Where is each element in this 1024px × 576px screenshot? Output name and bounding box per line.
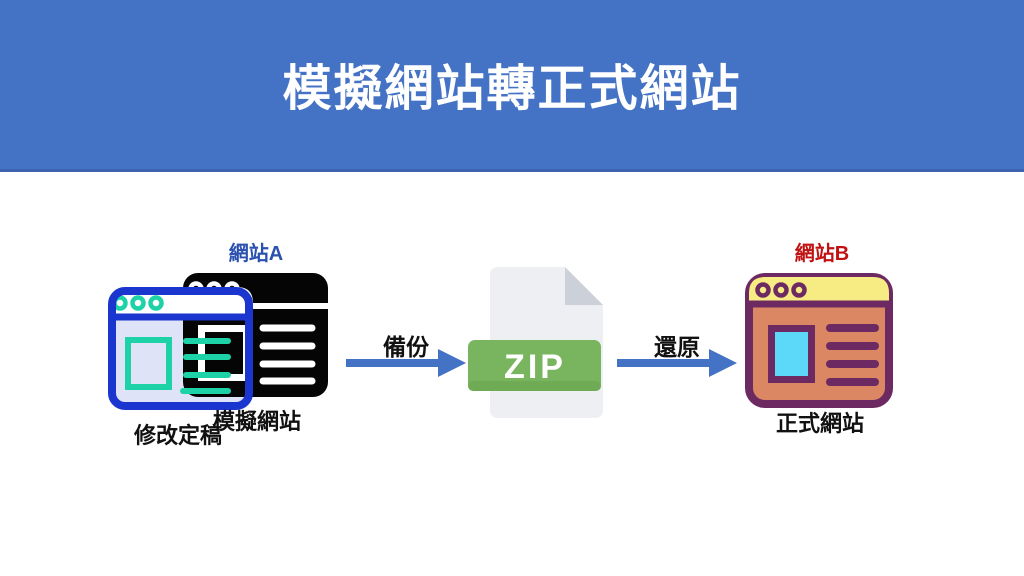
black-window-divider bbox=[183, 303, 328, 309]
purple-window-text-lines bbox=[826, 324, 879, 386]
zip-badge-text: ZIP bbox=[504, 348, 566, 386]
purple-window-image-placeholder bbox=[768, 325, 815, 383]
purple-window-dot bbox=[755, 282, 771, 298]
site-b-label: 網站B bbox=[794, 243, 850, 265]
arrow-head bbox=[438, 349, 466, 377]
zip-badge bbox=[468, 340, 601, 391]
purple-window-dot bbox=[773, 282, 789, 298]
arrow-head bbox=[709, 349, 737, 377]
zip-document-fold bbox=[565, 267, 603, 305]
blue-window-dot bbox=[130, 295, 146, 311]
restore-arrow-label: 還原 bbox=[654, 334, 700, 360]
arrow-shaft bbox=[617, 359, 711, 367]
production-site-window-icon bbox=[745, 273, 893, 408]
arrow-shaft bbox=[346, 359, 440, 367]
blue-window-dot bbox=[148, 295, 164, 311]
draft-site-caption: 修改定稿 bbox=[133, 423, 222, 448]
backup-arrow-label: 備份 bbox=[383, 334, 429, 360]
restore-arrow-icon bbox=[617, 349, 737, 377]
blue-window-image-placeholder bbox=[125, 337, 172, 390]
title-banner: 模擬網站轉正式網站 bbox=[0, 0, 1024, 172]
purple-window-dot bbox=[791, 282, 807, 298]
site-a-label: 網站A bbox=[228, 243, 284, 265]
simulated-site-caption: 模擬網站 bbox=[212, 409, 301, 434]
zip-badge-bottom-edge bbox=[468, 381, 601, 391]
production-site-caption: 正式網站 bbox=[775, 411, 864, 436]
page-title: 模擬網站轉正式網站 bbox=[282, 62, 742, 116]
black-window-text-lines bbox=[259, 324, 316, 385]
blue-window-frame bbox=[108, 287, 253, 410]
zip-file-icon: ZIP bbox=[468, 267, 603, 418]
blue-window-text-lines bbox=[180, 338, 231, 394]
simulated-and-draft-windows-icon bbox=[108, 273, 328, 410]
draft-site-window-icon bbox=[108, 287, 253, 410]
backup-arrow-icon bbox=[346, 349, 466, 377]
